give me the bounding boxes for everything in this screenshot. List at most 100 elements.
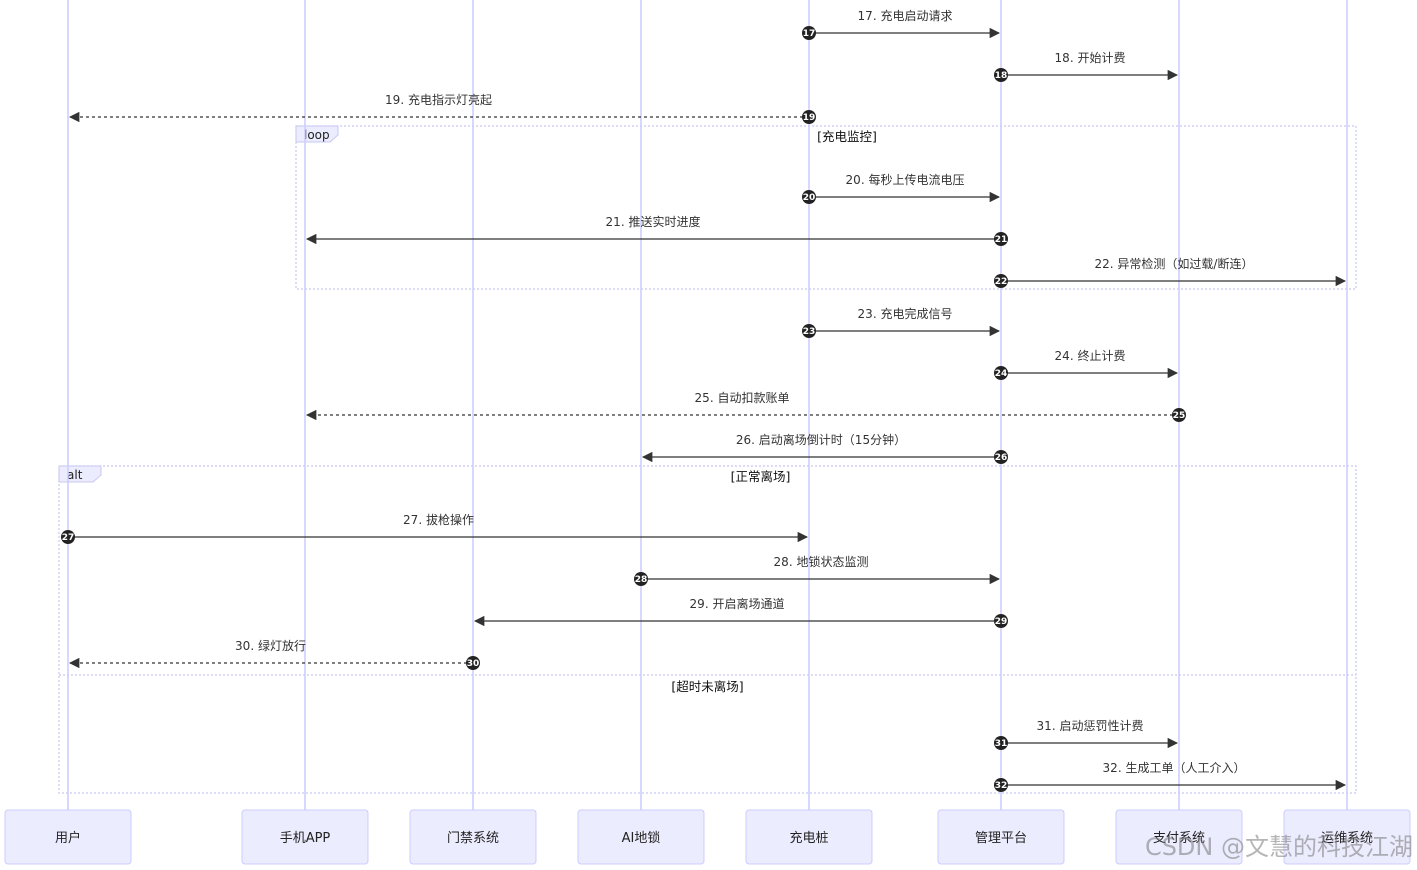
sequence-number: 29 bbox=[995, 617, 1008, 627]
message-label: 24. 终止计费 bbox=[1055, 348, 1126, 363]
message-25: 25. 自动扣款账单 25 bbox=[305, 391, 1186, 422]
message-label: 21. 推送实时进度 bbox=[606, 214, 701, 229]
actor-box bbox=[409, 809, 537, 865]
actor-ops: 运维系统 bbox=[1283, 809, 1411, 865]
sequence-number-badge bbox=[634, 572, 648, 586]
message-18: 18. 开始计费 18 bbox=[994, 51, 1179, 82]
sequence-number: 26 bbox=[995, 453, 1008, 463]
message-label: 29. 开启离场通道 bbox=[690, 596, 785, 611]
sequence-number-badge bbox=[994, 778, 1008, 792]
message-21: 21. 推送实时进度 21 bbox=[305, 214, 1008, 246]
actor-pay: 支付系统 bbox=[1115, 809, 1243, 865]
frames-layer: loop [充电监控] alt[正常离场][超时未离场] bbox=[58, 125, 1357, 794]
actor-box bbox=[1115, 809, 1243, 865]
sequence-number-badge bbox=[994, 68, 1008, 82]
message-32: 32. 生成工单（人工介入）32 bbox=[994, 761, 1347, 792]
loop-frame-condition: [充电监控] bbox=[817, 129, 877, 144]
actor-label: 门禁系统 bbox=[447, 831, 499, 846]
sequence-number: 19 bbox=[803, 113, 816, 123]
message-label: 28. 地锁状态监测 bbox=[774, 554, 869, 569]
alt-frame-else-condition: [超时未离场] bbox=[671, 679, 743, 694]
sequence-number: 31 bbox=[995, 739, 1008, 749]
sequence-number: 25 bbox=[1173, 411, 1186, 421]
message-label: 25. 自动扣款账单 bbox=[695, 391, 790, 405]
message-label: 23. 充电完成信号 bbox=[858, 306, 953, 321]
actor-box bbox=[745, 809, 873, 865]
actor-label: AI地锁 bbox=[622, 830, 661, 846]
actor-box bbox=[4, 809, 132, 865]
message-17: 17. 充电启动请求 17 bbox=[802, 8, 1001, 40]
sequence-number-badge bbox=[802, 324, 816, 338]
actor-label: 充电桩 bbox=[789, 830, 828, 846]
messages-layer: 17. 充电启动请求 17 18. 开始计费 18 19. 充电指示灯亮起 19 20. 每… bbox=[61, 8, 1347, 792]
sequence-number: 22 bbox=[995, 277, 1008, 287]
alt-frame-tab bbox=[58, 465, 102, 483]
sequence-number: 23 bbox=[803, 327, 816, 337]
actor-platform: 管理平台 bbox=[937, 809, 1065, 865]
message-label: 27. 拔枪操作 bbox=[403, 512, 474, 527]
message-19: 19. 充电指示灯亮起 19 bbox=[68, 92, 816, 124]
actor-box bbox=[241, 809, 369, 865]
actor-gate: 门禁系统 bbox=[409, 809, 537, 865]
sequence-number: 18 bbox=[995, 71, 1008, 81]
sequence-number: 27 bbox=[62, 533, 75, 543]
loop-frame: loop [充电监控] bbox=[295, 125, 1357, 290]
actor-label: 管理平台 bbox=[975, 831, 1027, 846]
message-27: 27. 拔枪操作 27 bbox=[61, 512, 809, 544]
message-label: 31. 启动惩罚性计费 bbox=[1037, 719, 1144, 733]
sequence-number-badge bbox=[994, 614, 1008, 628]
sequence-number-badge bbox=[802, 190, 816, 204]
sequence-number: 24 bbox=[995, 369, 1008, 379]
message-31: 31. 启动惩罚性计费 31 bbox=[994, 719, 1179, 750]
actors-layer: 用户 手机APP 门禁系统 AI地锁 充电桩 管理平台 支付系统 运维系统 bbox=[4, 809, 1411, 865]
message-23: 23. 充电完成信号 23 bbox=[802, 306, 1001, 338]
message-29: 29. 开启离场通道 29 bbox=[473, 596, 1008, 628]
watermark: CSDN @文慧的科技江湖 bbox=[1144, 833, 1413, 861]
message-label: 30. 绿灯放行 bbox=[235, 638, 306, 653]
loop-frame-border bbox=[295, 125, 1357, 290]
alt-frame-border bbox=[58, 465, 1357, 794]
actor-box bbox=[937, 809, 1065, 865]
actor-label: 支付系统 bbox=[1153, 831, 1205, 846]
sequence-number-badge bbox=[994, 274, 1008, 288]
sequence-number-badge bbox=[466, 656, 480, 670]
sequence-number-badge bbox=[994, 736, 1008, 750]
alt-frame: alt[正常离场][超时未离场] bbox=[58, 465, 1357, 794]
actor-box bbox=[1283, 809, 1411, 865]
message-26: 26. 启动离场倒计时（15分钟） 26 bbox=[641, 432, 1008, 464]
message-20: 20. 每秒上传电流电压 20 bbox=[802, 172, 1001, 204]
actor-label: 用户 bbox=[55, 830, 81, 846]
message-label: 18. 开始计费 bbox=[1055, 51, 1126, 65]
sequence-number: 32 bbox=[995, 781, 1008, 791]
sequence-number: 30 bbox=[467, 659, 480, 669]
sequence-number: 17 bbox=[803, 29, 816, 39]
sequence-number-badge bbox=[994, 232, 1008, 246]
message-30: 30. 绿灯放行 30 bbox=[68, 638, 480, 670]
loop-frame-title: loop bbox=[304, 128, 330, 142]
actor-lock: AI地锁 bbox=[577, 809, 705, 865]
actor-user: 用户 bbox=[4, 809, 132, 865]
message-label: 19. 充电指示灯亮起 bbox=[385, 92, 492, 107]
sequence-number-badge bbox=[802, 26, 816, 40]
lifelines-layer bbox=[67, 0, 1348, 810]
message-22: 22. 异常检测（如过载/断连） 22 bbox=[994, 256, 1347, 288]
sequence-number-badge bbox=[994, 366, 1008, 380]
sequence-number-badge bbox=[802, 110, 816, 124]
actor-app: 手机APP bbox=[241, 809, 369, 865]
sequence-number: 20 bbox=[803, 193, 816, 203]
sequence-number-badge bbox=[1172, 408, 1186, 422]
message-label: 26. 启动离场倒计时（15分钟） bbox=[736, 432, 906, 447]
alt-frame-title: alt bbox=[67, 468, 83, 482]
message-label: 22. 异常检测（如过载/断连） bbox=[1095, 256, 1254, 271]
sequence-number: 28 bbox=[635, 575, 648, 585]
message-label: 17. 充电启动请求 bbox=[858, 8, 953, 23]
actor-pile: 充电桩 bbox=[745, 809, 873, 865]
sequence-number-badge bbox=[61, 530, 75, 544]
actor-box bbox=[577, 809, 705, 865]
actor-label: 手机APP bbox=[280, 831, 331, 846]
message-28: 28. 地锁状态监测 28 bbox=[634, 554, 1001, 586]
sequence-number: 21 bbox=[995, 235, 1008, 245]
message-label: 20. 每秒上传电流电压 bbox=[846, 172, 965, 187]
actor-label: 运维系统 bbox=[1321, 831, 1373, 846]
